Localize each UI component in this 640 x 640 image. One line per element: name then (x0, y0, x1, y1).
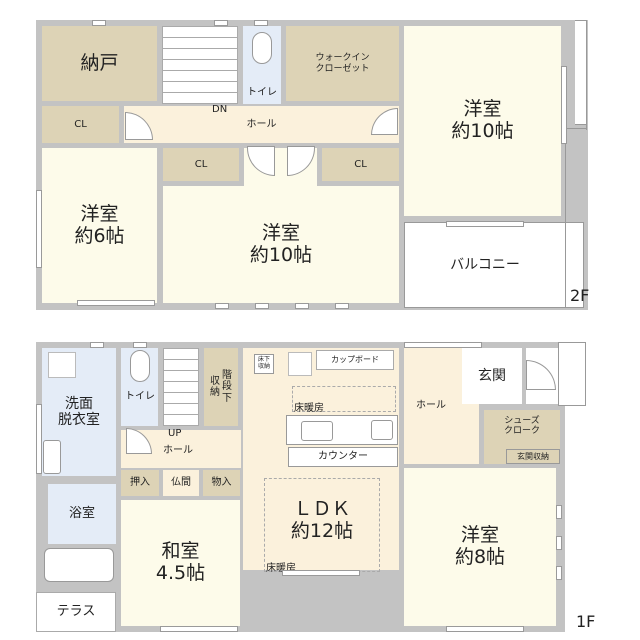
window (282, 570, 360, 576)
stair-down-label: DN (212, 104, 228, 115)
room-western-8: 洋室 約8帖 (404, 468, 556, 626)
window (335, 303, 349, 309)
floor-drain-icon (48, 352, 76, 378)
room-label: トイレ (125, 391, 155, 403)
window (255, 303, 269, 309)
balcony-outline (575, 20, 587, 130)
floor-heating-ldk-label: 床暖房 (266, 563, 296, 574)
floor-label-1f: 1F (576, 612, 596, 631)
window (404, 342, 482, 348)
window (214, 20, 228, 26)
room-butsuma: 仏間 (163, 470, 199, 496)
room-label: 仏間 (171, 477, 191, 489)
room-label: 洋室 約10帖 (249, 221, 313, 266)
room-label: シューズ クローク (503, 416, 540, 437)
ldk-label: ＬＤＫ 約12帖 (264, 486, 380, 556)
room-western-6: 洋室 約6帖 (42, 148, 157, 303)
window (446, 626, 524, 632)
toilet-fixture-icon (252, 32, 272, 64)
room-label: CL (74, 118, 87, 130)
window (556, 505, 562, 519)
room-oshiire: 押入 (121, 470, 159, 496)
room-label: 階 段 下 (222, 369, 232, 404)
underfloor-storage: 床下 収納 (254, 354, 274, 374)
room-shoe-cloak: シューズ クローク (484, 410, 560, 464)
room-walk-in-closet: ウォークイン クローゼット (286, 26, 399, 101)
room-label: 洗面 脱衣室 (58, 395, 100, 428)
room-label: ウォークイン クローゼット (315, 53, 370, 74)
room-label: ＬＤＫ 約12帖 (290, 498, 354, 542)
hall-1f-west-label: ホール (163, 445, 193, 456)
washbasin-icon (43, 440, 61, 474)
room-label: トイレ (247, 86, 277, 98)
window (92, 20, 106, 26)
room-balcony: バルコニー (410, 240, 560, 290)
room-under-stair-storage: 収 納 階 段 下 (204, 348, 238, 426)
room-label: 和室 4.5帖 (155, 540, 206, 584)
room-label: CL (194, 158, 208, 170)
stove-icon (371, 420, 393, 440)
window (556, 566, 562, 580)
floor-label-2f: 2F (570, 286, 590, 305)
room-cl-mid: CL (163, 148, 239, 181)
floor-drain-icon (288, 352, 312, 376)
room-label: ホール (416, 400, 446, 412)
sink-icon (301, 421, 333, 441)
window (556, 536, 562, 550)
room-label: ホール (246, 118, 277, 130)
room-label: カップボード (331, 355, 379, 365)
room-hall-2f: ホール (124, 106, 399, 143)
bathtub-icon (44, 548, 114, 582)
genkan-porch (558, 342, 586, 406)
window (133, 342, 147, 348)
room-washitsu: 和室 4.5帖 (121, 500, 240, 626)
room-label: 物入 (211, 477, 232, 489)
balcony-area (404, 222, 584, 308)
stair-up-label: UP (168, 428, 182, 439)
room-label: 洋室 約10帖 (451, 98, 514, 142)
floor-heating-kitchen (292, 386, 396, 412)
room-label: 洋室 約8帖 (454, 524, 506, 568)
stairs-1f[interactable] (163, 348, 199, 426)
window (160, 626, 238, 632)
window (215, 303, 229, 309)
counter: カウンター (288, 447, 398, 467)
window (90, 342, 104, 348)
window (36, 190, 42, 268)
room-monoire: 物入 (203, 470, 240, 496)
room-label: バルコニー (450, 256, 520, 273)
stairs-2f[interactable] (162, 26, 238, 104)
room-bathroom: 浴室 (48, 484, 116, 544)
room-genkan: 玄関 (462, 348, 522, 404)
room-western-10-east: 洋室 約10帖 (404, 26, 561, 216)
window (77, 300, 155, 306)
room-label: 浴室 (68, 505, 95, 521)
window (295, 303, 309, 309)
floor-heating-label: 床暖房 (294, 403, 324, 414)
room-label: 玄関収納 (517, 451, 549, 461)
window (36, 404, 42, 474)
room-terrace: テラス (36, 592, 116, 632)
room-label: CL (354, 158, 367, 170)
room-label: テラス (56, 603, 96, 619)
room-label: カウンター (318, 451, 368, 463)
room-label: 収 納 (210, 375, 220, 399)
room-label: 納戸 (80, 51, 119, 74)
window (561, 66, 567, 144)
room-label: 押入 (130, 477, 150, 489)
balcony-rail-fill (588, 20, 640, 320)
room-cl-west: CL (42, 106, 119, 143)
genkan-storage: 玄関収納 (506, 449, 560, 464)
cupboard: カップボード (316, 350, 394, 370)
balcony-outline-step (565, 128, 587, 308)
room-label: 床下 収納 (257, 356, 270, 370)
room-cl-east: CL (322, 148, 399, 181)
room-western-10-center: 洋室 約10帖 (163, 186, 399, 303)
window (254, 20, 268, 26)
window (446, 221, 524, 227)
toilet-fixture-icon (130, 350, 150, 382)
room-nando: 納戸 (42, 26, 157, 101)
room-label: 洋室 約6帖 (74, 202, 125, 247)
room-label: 玄関 (478, 367, 506, 384)
